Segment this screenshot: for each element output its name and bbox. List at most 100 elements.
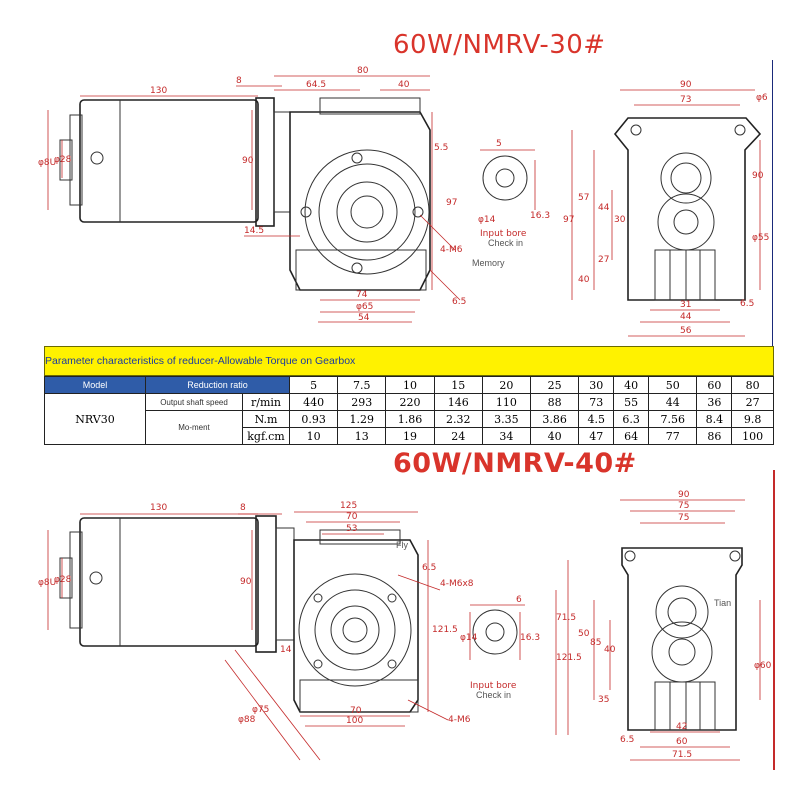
nm-cell: 3.35 (481, 410, 532, 428)
speed-cell: 73 (578, 393, 615, 411)
svg-text:130: 130 (150, 86, 167, 96)
svg-text:Input bore: Input bore (470, 681, 517, 691)
kgf-cell: 34 (481, 427, 532, 445)
speed-cell: 220 (385, 393, 435, 411)
speed-cell: 293 (337, 393, 387, 411)
nm-cell: 0.93 (288, 410, 339, 428)
speed-cell: 440 (288, 393, 339, 411)
speed-label: Output shaft speed (145, 393, 243, 411)
kgf-cell: 77 (648, 427, 698, 445)
svg-text:φ6: φ6 (756, 93, 768, 103)
svg-text:6.5: 6.5 (620, 735, 634, 745)
nm-cell: 9.8 (731, 410, 774, 428)
svg-text:42: 42 (676, 722, 687, 732)
nm-cell: 1.29 (337, 410, 387, 428)
svg-text:53: 53 (346, 524, 357, 534)
svg-text:54: 54 (358, 313, 370, 323)
kgf-cell: 24 (433, 427, 483, 445)
table-row: Model Reduction ratio 5 7.5 10 15 20 25 … (44, 376, 774, 394)
svg-text:44: 44 (598, 203, 610, 213)
svg-text:90: 90 (752, 171, 764, 181)
table-header-band (44, 346, 774, 376)
svg-text:Check in: Check in (488, 238, 523, 248)
svg-text:64.5: 64.5 (306, 80, 326, 90)
svg-text:8: 8 (240, 503, 246, 513)
speed-cell: 36 (696, 393, 733, 411)
title-bottom: 60W/NMRV-40# (393, 448, 637, 479)
edge-line (773, 470, 775, 770)
svg-text:6.5: 6.5 (422, 563, 436, 573)
kgf-cell: 13 (337, 427, 387, 445)
svg-text:6.5: 6.5 (740, 299, 754, 309)
top-motor-side-view (47, 75, 461, 323)
svg-text:44: 44 (680, 312, 692, 322)
kgf-cell: 64 (613, 427, 650, 445)
kgf-unit: kgf.cm (242, 427, 290, 445)
svg-text:Input bore: Input bore (480, 229, 527, 239)
svg-text:70: 70 (346, 512, 358, 522)
nm-cell: 1.86 (385, 410, 435, 428)
svg-text:60: 60 (676, 737, 688, 747)
nm-cell: 7.56 (648, 410, 698, 428)
svg-text:97: 97 (446, 198, 457, 208)
ratio-cell: 60 (696, 376, 733, 394)
nm-cell: 8.4 (696, 410, 733, 428)
bottom-motor-side-view (47, 511, 449, 761)
speed-cell: 146 (433, 393, 483, 411)
ratio-cell: 30 (578, 376, 615, 394)
svg-text:φ28: φ28 (54, 575, 72, 585)
nm-cell: 6.3 (613, 410, 650, 428)
svg-text:4-M6: 4-M6 (440, 245, 463, 255)
kgf-cell: 10 (288, 427, 339, 445)
svg-text:φ60: φ60 (754, 661, 772, 671)
svg-text:Fly: Fly (396, 540, 408, 550)
svg-text:φ14: φ14 (460, 633, 478, 643)
bottom-motor-dimension-labels: 130 8 125 70 53 φ8U φ28 90 4-M6x8 6.5 12… (38, 501, 474, 726)
svg-text:5.5: 5.5 (434, 143, 448, 153)
kgf-cell: 86 (696, 427, 733, 445)
nm-cell: 2.32 (433, 410, 483, 428)
kgf-cell: 47 (578, 427, 615, 445)
svg-text:φ65: φ65 (356, 302, 373, 312)
svg-text:35: 35 (598, 695, 609, 705)
svg-text:φ14: φ14 (478, 215, 496, 225)
svg-text:80: 80 (357, 66, 369, 76)
ratio-header: Reduction ratio (145, 376, 290, 394)
speed-cell: 27 (731, 393, 774, 411)
bottom-input-bore: 6 φ14 16.3 Input bore Check in (460, 595, 540, 700)
ratio-cell: 5 (288, 376, 339, 394)
svg-text:50: 50 (578, 629, 590, 639)
svg-text:90: 90 (242, 156, 254, 166)
top-motor-dimension-labels: 130 8 80 64.5 40 14.5 74 φ65 54 6.5 5.5 … (38, 66, 466, 323)
svg-text:14: 14 (280, 645, 292, 655)
svg-text:97: 97 (563, 215, 574, 225)
model-header: Model (44, 376, 146, 394)
svg-text:4-M6: 4-M6 (448, 715, 471, 725)
svg-text:130: 130 (150, 503, 167, 513)
svg-text:90: 90 (678, 490, 690, 500)
svg-text:70: 70 (350, 706, 362, 716)
svg-text:121.5: 121.5 (432, 625, 458, 635)
svg-text:75: 75 (678, 513, 689, 523)
parameter-table: Model Reduction ratio 5 7.5 10 15 20 25 … (44, 376, 774, 445)
svg-text:31: 31 (680, 300, 691, 310)
nm-cell: 4.5 (578, 410, 615, 428)
table-row: NRV30 Output shaft speed r/min 440 293 2… (44, 393, 774, 445)
svg-text:4-M6x8: 4-M6x8 (440, 579, 474, 589)
svg-text:100: 100 (346, 716, 363, 726)
speed-cell: 88 (530, 393, 580, 411)
ratio-cell: 15 (433, 376, 483, 394)
moment-label: Mo-ment (145, 410, 243, 445)
svg-text:73: 73 (680, 95, 691, 105)
speed-cell: 55 (613, 393, 650, 411)
svg-text:40: 40 (578, 275, 590, 285)
svg-text:φ75: φ75 (252, 705, 269, 715)
title-top: 60W/NMRV-30# (393, 30, 606, 60)
svg-text:40: 40 (604, 645, 616, 655)
svg-text:Memory: Memory (472, 258, 505, 268)
svg-text:90: 90 (680, 80, 692, 90)
svg-text:φ55: φ55 (752, 233, 769, 243)
ratio-cell: 80 (731, 376, 774, 394)
svg-text:Tian: Tian (714, 598, 731, 608)
svg-text:125: 125 (340, 501, 357, 511)
